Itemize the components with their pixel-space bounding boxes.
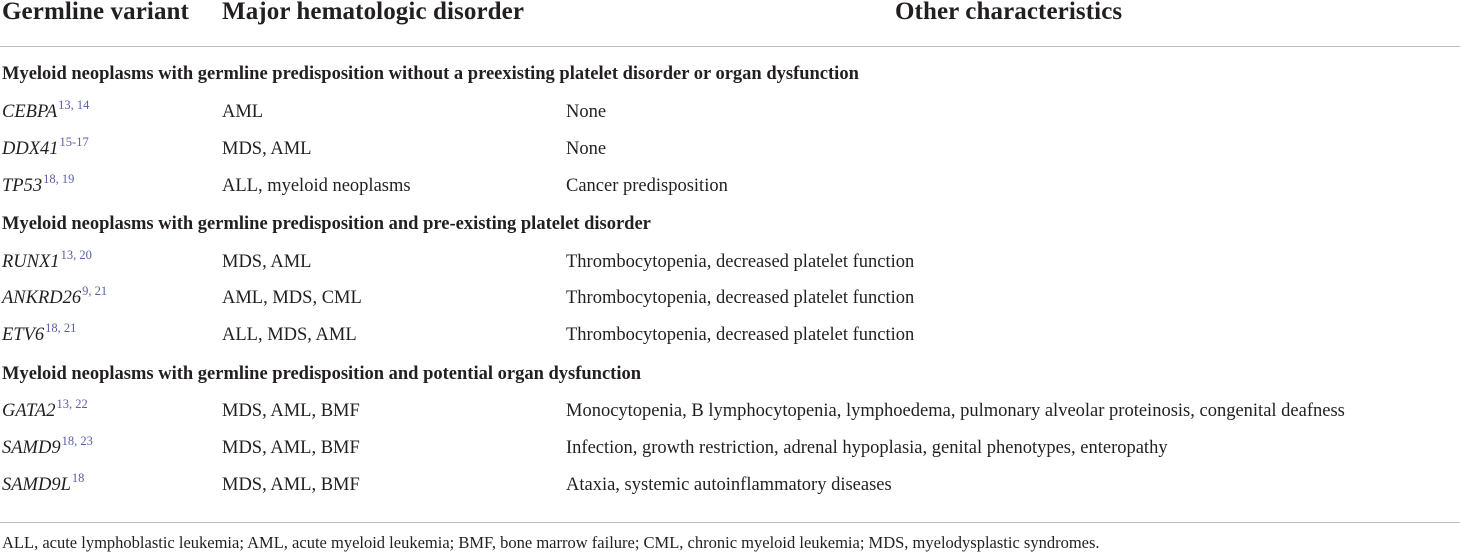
header-germline-variant: Germline variant [2, 0, 189, 25]
disorder-cell: AML [222, 102, 264, 122]
gene-cell: ANKRD269, 21 [2, 284, 107, 309]
table-header: Germline variant Major hematologic disor… [0, 0, 1460, 47]
table-row: GATA213, 22 MDS, AML, BMF Monocytopenia,… [0, 397, 1460, 438]
gene-cell: DDX4115-17 [2, 135, 89, 160]
gene-name: GATA2 [2, 401, 56, 421]
reference-superscript[interactable]: 15-17 [59, 135, 89, 149]
section-header-row: Myeloid neoplasms with germline predispo… [0, 214, 1460, 251]
other-characteristics-cell: None [566, 139, 607, 159]
other-characteristics-cell: Thrombocytopenia, decreased platelet fun… [566, 252, 915, 272]
other-characteristics-cell: None [566, 102, 607, 122]
table-row: RUNX113, 20 MDS, AML Thrombocytopenia, d… [0, 248, 1460, 289]
reference-superscript[interactable]: 18, 19 [43, 172, 75, 186]
disorder-cell: MDS, AML, BMF [222, 475, 360, 495]
other-characteristics-cell: Ataxia, systemic autoinflammatory diseas… [566, 475, 892, 495]
table-row: TP5318, 19 ALL, myeloid neoplasms Cancer… [0, 172, 1460, 213]
gene-name: RUNX1 [2, 252, 60, 272]
reference-superscript[interactable]: 18 [71, 471, 85, 485]
table-row: ANKRD269, 21 AML, MDS, CML Thrombocytope… [0, 284, 1460, 325]
other-characteristics-cell: Monocytopenia, B lymphocytopenia, lympho… [566, 401, 1345, 421]
other-characteristics-cell: Cancer predisposition [566, 176, 728, 196]
gene-name: TP53 [2, 176, 43, 196]
reference-superscript[interactable]: 13, 22 [56, 397, 88, 411]
disorder-cell: MDS, AML, BMF [222, 401, 360, 421]
section-title: Myeloid neoplasms with germline predispo… [2, 214, 651, 234]
reference-superscript[interactable]: 18, 23 [61, 434, 93, 448]
gene-cell: GATA213, 22 [2, 397, 88, 422]
table-footnote: ALL, acute lymphoblastic leukemia; AML, … [2, 533, 1100, 552]
gene-cell: SAMD9L18 [2, 471, 84, 496]
gene-cell: RUNX113, 20 [2, 248, 92, 273]
table-row: SAMD9L18 MDS, AML, BMF Ataxia, systemic … [0, 471, 1460, 512]
reference-superscript[interactable]: 13, 14 [58, 98, 90, 112]
gene-name: SAMD9L [2, 475, 71, 495]
disorder-cell: ALL, MDS, AML [222, 325, 357, 345]
reference-superscript[interactable]: 9, 21 [82, 284, 108, 298]
other-characteristics-cell: Thrombocytopenia, decreased platelet fun… [566, 288, 915, 308]
section-title: Myeloid neoplasms with germline predispo… [2, 364, 642, 384]
reference-superscript[interactable]: 13, 20 [60, 248, 92, 262]
gene-cell: CEBPA13, 14 [2, 98, 89, 123]
gene-cell: ETV618, 21 [2, 321, 76, 346]
disorder-cell: MDS, AML, BMF [222, 438, 360, 458]
table-row: ETV618, 21 ALL, MDS, AML Thrombocytopeni… [0, 321, 1460, 362]
disorder-cell: ALL, myeloid neoplasms [222, 176, 411, 196]
table-row: CEBPA13, 14 AML None [0, 98, 1460, 139]
gene-name: ANKRD26 [2, 288, 82, 308]
header-other-characteristics: Other characteristics [895, 0, 1123, 25]
table-row: SAMD918, 23 MDS, AML, BMF Infection, gro… [0, 434, 1460, 475]
section-header-row: Myeloid neoplasms with germline predispo… [0, 364, 1460, 401]
section-title: Myeloid neoplasms with germline predispo… [2, 64, 859, 84]
disorder-cell: MDS, AML [222, 139, 312, 159]
table-row: DDX4115-17 MDS, AML None [0, 135, 1460, 176]
reference-superscript[interactable]: 18, 21 [45, 321, 77, 335]
gene-cell: TP5318, 19 [2, 172, 74, 197]
other-characteristics-cell: Infection, growth restriction, adrenal h… [566, 438, 1168, 458]
section-header-row: Myeloid neoplasms with germline predispo… [0, 64, 1460, 101]
gene-cell: SAMD918, 23 [2, 434, 93, 459]
disorder-cell: AML, MDS, CML [222, 288, 362, 308]
disorder-cell: MDS, AML [222, 252, 312, 272]
footer-divider [0, 522, 1460, 523]
other-characteristics-cell: Thrombocytopenia, decreased platelet fun… [566, 325, 915, 345]
gene-name: CEBPA [2, 102, 58, 122]
header-major-hematologic-disorder: Major hematologic disorder [222, 0, 525, 25]
gene-name: DDX41 [2, 139, 59, 159]
gene-name: SAMD9 [2, 438, 61, 458]
gene-name: ETV6 [2, 325, 45, 345]
